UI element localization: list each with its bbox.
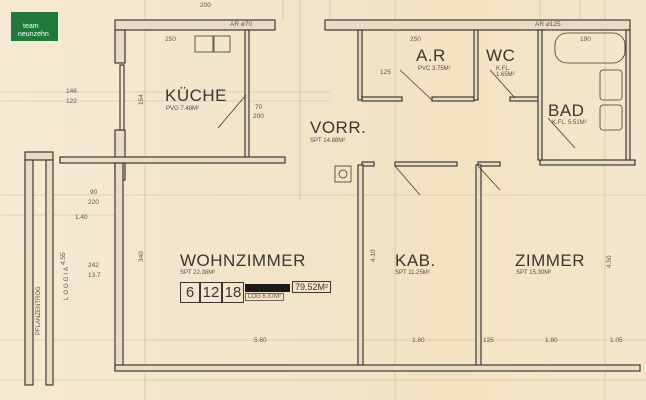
dim-560: 5.60 [254,337,267,344]
dim-200: 200 [253,113,264,120]
dim-455: 4.55 [60,252,67,265]
dim-250: 250 [165,36,176,43]
summary-box-2: 12 [200,282,222,303]
dim-125: 125 [483,337,494,344]
room-label-ar: A.R [416,46,446,65]
room-label-loggia: LOGGIA [64,264,70,300]
dim-242: 242 [88,262,99,269]
room-area-zimmer: SPT 15.30M² [516,270,552,276]
dim-410: 4.10 [370,249,377,262]
dim-ar70: AR ø70 [230,21,253,28]
room-area-wc: K.FL. 1.65M² [496,66,515,78]
room-area-bad: K.FL. 5.51M² [552,120,587,126]
redacted-bar [245,284,290,292]
room-area-wohnzimmer: SPT 22.38M² [180,270,216,276]
dim-137: 13.7 [88,272,101,279]
dim-top: 200 [200,2,211,9]
room-area-ar: PVC 3.75M² [418,66,451,72]
dim-154: 154 [138,94,145,105]
room-area-kueche: PVG 7.48M² [166,106,200,112]
dim-146: 146 [66,88,77,95]
dim-ar-250: 250 [410,36,421,43]
label-pflanzentrog: PFLANZENTROG [36,286,42,335]
company-logo: team neunzehn [10,11,59,42]
dim-90: 90 [90,189,98,196]
room-label-wc: WC [486,46,516,65]
fixtures [194,32,626,196]
logo-text-line1: team [23,23,39,30]
room-label-vorr: VORR. [310,118,367,137]
dim-kab-180: 1.80 [412,337,425,344]
room-area-kab: SPT 11.25M² [395,270,430,276]
room-label-kab: KAB. [395,251,436,270]
summary-box-1: 6 [180,282,200,303]
dim-105: 1.05 [610,337,623,344]
room-area-vorr: SPT 14.88M² [310,138,346,144]
total-area: 79.52M² [292,281,332,293]
summary-box-3: 18 [222,282,244,303]
room-label-bad: BAD [548,101,585,120]
room-label-kueche: KÜCHE [165,86,228,105]
loggia-area: LOG 6.37M² [245,293,285,301]
dim-220: 220 [88,199,99,206]
dim-zimmer-180: 1.80 [545,337,558,344]
walls [24,19,641,386]
dim-122: 122 [66,98,77,105]
dim-bad-190: 190 [580,36,591,43]
dim-70: 70 [255,104,263,111]
dim-ar-125: 125 [380,69,391,76]
room-label-wohnzimmer: WOHNZIMMER [180,251,306,270]
logo-text-line2: neunzehn [18,31,49,38]
dim-ar125: AR ø125 [535,21,561,28]
dim-340: 340 [138,251,145,262]
room-label-zimmer: ZIMMER [515,251,586,270]
dim-450: 4.50 [606,255,613,268]
dim-140: 1.40 [75,214,88,221]
